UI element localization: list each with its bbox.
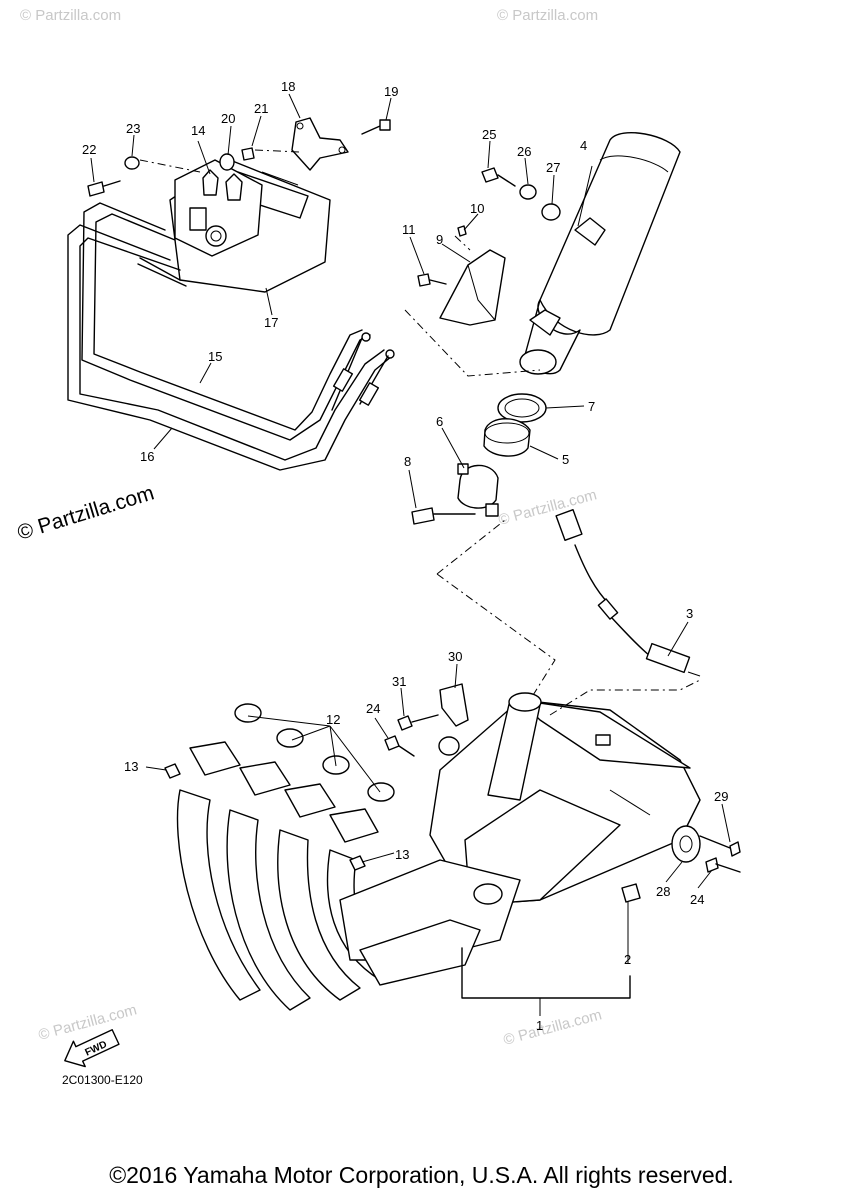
watermark-faint: © Partzilla.com [37,1001,139,1044]
callout-25: 25 [482,127,496,142]
callout-27: 27 [546,160,560,175]
callout-5: 5 [562,452,569,467]
callout-21: 21 [254,101,268,116]
callout-14: 14 [191,123,205,138]
diagram-code: 2C01300-E120 [62,1073,143,1087]
callout-12: 12 [326,712,340,727]
watermark-faint: © Partzilla.com [20,7,121,24]
callout-26: 26 [517,144,531,159]
callout-16: 16 [140,449,154,464]
callout-24: 24 [366,701,380,716]
watermark-faint: © Partzilla.com [497,486,599,529]
callout-10: 10 [470,201,484,216]
callout-30: 30 [448,649,462,664]
callout-15: 15 [208,349,222,364]
callout-29: 29 [714,789,728,804]
copyright-text: ©2016 Yamaha Motor Corporation, U.S.A. A… [109,1162,734,1188]
callout-11: 11 [402,222,416,237]
callout-1: 1 [536,1018,543,1033]
muffler-assembly [404,132,681,701]
callout-17: 17 [264,315,278,330]
oxygen-sensor [555,509,701,677]
cables [67,202,395,471]
leader-lines [90,93,731,1016]
callout-7: 7 [588,399,595,414]
callout-22: 22 [82,142,96,157]
callout-3: 3 [686,606,693,621]
callout-9: 9 [436,232,443,247]
callout-28: 28 [656,884,670,899]
callout-23: 23 [126,121,140,136]
watermark-main: © Partzilla.com [15,481,157,544]
callout-labels: 1 2 3 4 5 6 7 8 9 10 11 12 13 13 14 15 1… [82,79,728,1033]
callout-13: 13 [395,847,409,862]
callout-24: 24 [690,892,704,907]
callout-8: 8 [404,454,411,469]
callout-6: 6 [436,414,443,429]
watermark-faint: © Partzilla.com [497,7,598,24]
callout-4: 4 [580,138,587,153]
callout-13: 13 [124,759,138,774]
bracket-assembly [87,117,391,293]
watermark-faint: © Partzilla.com [502,1006,604,1049]
callout-31: 31 [392,674,406,689]
callout-19: 19 [384,84,398,99]
callout-18: 18 [281,79,295,94]
exhaust-system [164,679,741,1011]
callout-2: 2 [624,952,631,967]
callout-20: 20 [221,111,235,126]
